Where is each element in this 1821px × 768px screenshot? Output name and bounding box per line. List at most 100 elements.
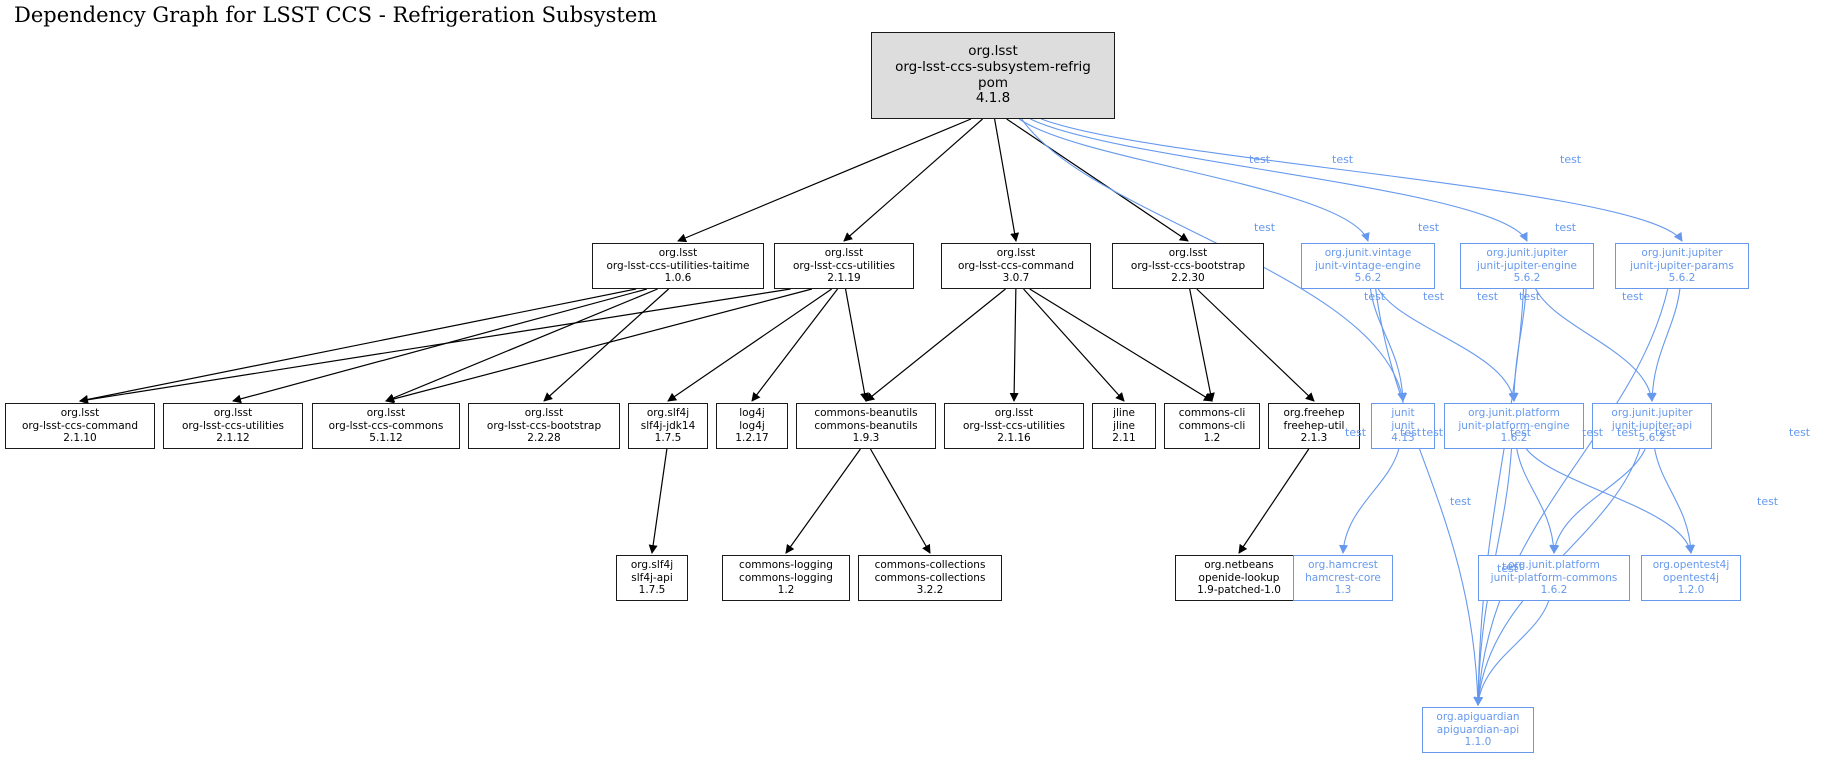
edge-platform-engine-to-platform-commons: [1516, 448, 1559, 554]
node-group: org.slf4j: [646, 407, 690, 420]
node-group: org.slf4j: [630, 559, 674, 572]
edge-command-307-to-utilities-2116: [1009, 288, 1019, 402]
node-artifact: junit-jupiter-engine: [1476, 259, 1578, 272]
node-artifact: slf4j-jdk14: [640, 419, 696, 432]
node-version: 1.7.5: [654, 432, 682, 445]
node-version: 1.2: [1203, 432, 1221, 445]
edge-scope-label: test: [1418, 221, 1440, 234]
node-artifact: org-lsst-ccs-bootstrap: [1130, 259, 1246, 272]
edge-command-307-to-commons-cli: [1029, 288, 1213, 402]
edge-scope-label: test: [1254, 221, 1276, 234]
node-version: 2.1.19: [827, 272, 861, 285]
edge-platform-commons-to-apiguardian: [1474, 600, 1550, 706]
node-version: 2.1.16: [997, 432, 1031, 445]
edge-root-to-jupiter-params: [1041, 118, 1683, 242]
node-group: jline: [1113, 407, 1135, 420]
edge-root-to-vintage-engine: [1018, 118, 1370, 242]
node-group: org.netbeans: [1204, 559, 1274, 572]
node-version: 5.6.2: [1513, 272, 1541, 285]
node-artifact: commons-logging: [739, 571, 833, 584]
node-artifact: junit: [1391, 419, 1415, 432]
node-group: commons-logging: [739, 559, 833, 572]
node-artifact: hamcrest-core: [1305, 571, 1381, 584]
edge-root-to-bootstrap-2230: [1006, 118, 1189, 242]
node-group: org.lsst: [366, 407, 406, 420]
edge-scope-label: test: [1477, 290, 1499, 303]
node-version: 1.0.6: [664, 272, 692, 285]
node-group: org.junit.platform: [1508, 559, 1600, 572]
node-version: 2.1.12: [216, 432, 250, 445]
node-version: 2.2.28: [527, 432, 561, 445]
node-artifact: commons-collections: [874, 571, 986, 584]
edge-jupiter-engine-to-apiguardian: [1473, 288, 1525, 706]
edge-vintage-engine-to-junit: [1369, 288, 1408, 402]
edge-freehep-util-to-openide-lookup: [1238, 448, 1310, 554]
node-version: 2.1.3: [1300, 432, 1328, 445]
edge-scope-label: test: [1364, 290, 1386, 303]
edge-scope-label: test: [1789, 426, 1811, 439]
node-artifact: junit-platform-engine: [1458, 419, 1570, 432]
edge-commons-beanutils-to-commons-collections: [869, 448, 931, 554]
node-artifact: opentest4j: [1663, 571, 1719, 584]
edge-scope-label: test: [1423, 290, 1445, 303]
node-artifact: org-lsst-ccs-utilities: [181, 419, 285, 432]
node-artifact: junit-jupiter-params: [1630, 259, 1734, 272]
edge-taitime-to-commons-5112: [385, 288, 658, 403]
node-group: log4j: [739, 407, 765, 420]
edge-utilities-2119-to-log4j: [751, 288, 839, 402]
edge-taitime-to-bootstrap-2228: [543, 288, 670, 402]
edge-scope-label: test: [1332, 153, 1354, 166]
node-artifact: slf4j-api: [631, 571, 673, 584]
node-group: org.lsst: [60, 407, 100, 420]
edge-bootstrap-2230-to-commons-cli: [1189, 288, 1215, 402]
node-version: 5.1.12: [369, 432, 403, 445]
edge-root-to-jupiter-engine: [1030, 118, 1528, 242]
edge-utilities-2119-to-command-2110: [79, 288, 791, 405]
edge-command-307-to-jline: [1023, 288, 1125, 402]
edge-jupiter-api-to-opentest4j: [1654, 448, 1696, 554]
edge-scope-label: test: [1622, 290, 1644, 303]
node-artifact: org-lsst-ccs-command: [22, 419, 138, 432]
node-artifact: junit-jupiter-api: [1611, 419, 1693, 432]
edge-root-to-utilities-2119: [843, 118, 983, 242]
edge-utilities-2119-to-commons-5112: [385, 288, 813, 404]
node-version: 1.3: [1334, 584, 1352, 597]
edge-command-307-to-commons-beanutils: [865, 288, 1006, 402]
node-artifact: jline: [1113, 419, 1135, 432]
node-version: 2.1.10: [63, 432, 97, 445]
node-version: 2.2.30: [1171, 272, 1205, 285]
edge-jupiter-api-to-platform-commons: [1550, 448, 1646, 554]
node-group: org.lsst: [824, 247, 864, 260]
